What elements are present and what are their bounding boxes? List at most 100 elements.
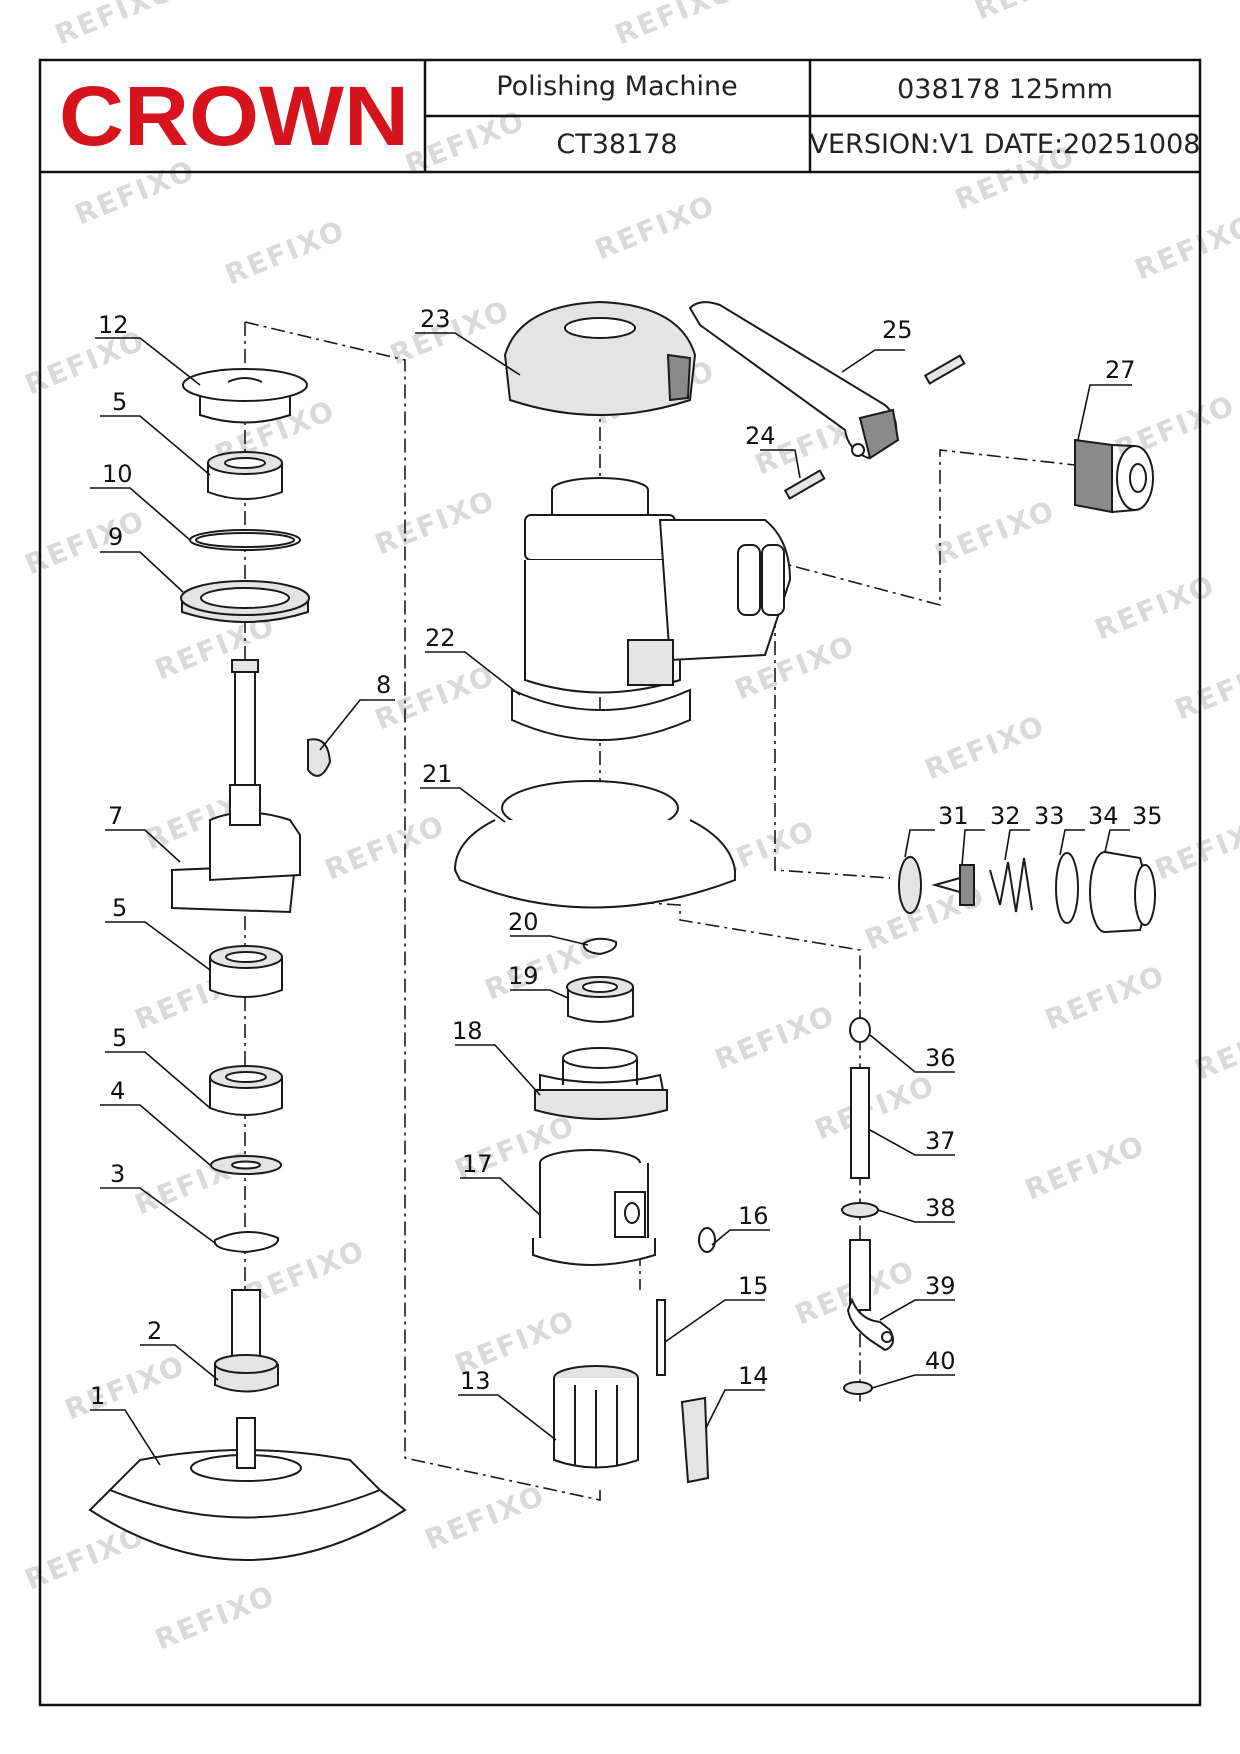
callout-33: 33 (1034, 802, 1065, 830)
watermark-text: REFIXO (710, 998, 840, 1076)
catalog-number: CT38178 (556, 129, 677, 160)
callout-24: 24 (745, 422, 776, 450)
part-23-rear-cover (503, 300, 697, 416)
callout-3: 3 (110, 1160, 125, 1188)
part-5-bearing-top (207, 451, 283, 500)
part-37-valve-stem (850, 1067, 870, 1179)
callout-37: 37 (925, 1127, 956, 1155)
callout-labels: 12 5 10 9 8 7 5 5 4 3 2 1 23 22 21 20 19… (90, 305, 1163, 1410)
part-2-shaft-nut (214, 1289, 279, 1393)
callout-34: 34 (1088, 802, 1119, 830)
part-16-o-ring (698, 1227, 716, 1253)
watermark-text: REFIXO (1040, 958, 1170, 1036)
part-35-valve-cap (1089, 851, 1156, 933)
part-pin-lever (923, 354, 966, 385)
part-13-rotor (553, 1365, 639, 1469)
part-20-circlip (582, 937, 618, 956)
callout-14: 14 (738, 1362, 769, 1390)
callout-7: 7 (108, 802, 123, 830)
part-7-spindle-counterweight (171, 659, 301, 914)
callout-8: 8 (376, 671, 391, 699)
callout-21: 21 (422, 760, 453, 788)
watermark-text: REFIXO (420, 1478, 550, 1556)
watermark-text: REFIXO (970, 0, 1100, 26)
drawing-frame (38, 58, 1202, 1707)
part-3-circlip (213, 1230, 280, 1254)
callout-15: 15 (738, 1272, 769, 1300)
product-name: Polishing Machine (496, 71, 737, 102)
watermark-text: REFIXO (220, 213, 350, 291)
watermark-text: REFIXO (810, 1068, 940, 1146)
callout-5b: 5 (112, 894, 127, 922)
watermark-text: REFIXO (610, 0, 740, 51)
watermark-text: REFIXO (930, 493, 1060, 571)
part-18-end-plate (534, 1047, 668, 1120)
part-24-pin (783, 469, 826, 500)
watermark-text: REFIXO (70, 153, 200, 231)
callout-2: 2 (147, 1317, 162, 1345)
callout-12: 12 (98, 311, 129, 339)
callout-9: 9 (108, 523, 123, 551)
part-39-inlet-swivel (846, 1239, 895, 1352)
watermark-text: REFIXO (1190, 1008, 1240, 1086)
part-21-shroud (453, 780, 737, 909)
part-27-fitting (1074, 438, 1154, 514)
version-date: VERSION:V1 DATE:20251008 (810, 129, 1201, 160)
watermark-text: REFIXO (1130, 208, 1240, 286)
part-40-washer (843, 1381, 873, 1395)
callout-36: 36 (925, 1044, 956, 1072)
callout-40: 40 (925, 1347, 956, 1375)
part-32-valve (931, 864, 975, 906)
callout-18: 18 (452, 1017, 483, 1045)
callout-16: 16 (738, 1202, 769, 1230)
watermark-text: REFIXO (1020, 1128, 1150, 1206)
part-9-retainer (180, 580, 310, 623)
callout-13: 13 (460, 1367, 491, 1395)
svg-text:CROWN: CROWN (59, 69, 409, 163)
part-33-spring (989, 857, 1033, 913)
part-22-housing (511, 477, 792, 741)
part-25-throttle-lever (688, 301, 900, 460)
callout-35: 35 (1132, 802, 1163, 830)
part-5-bearing-mid (209, 945, 283, 998)
watermark-text: REFIXO (590, 188, 720, 266)
callout-32: 32 (990, 802, 1021, 830)
watermark-text: REFIXO (60, 1348, 190, 1426)
part-12-cover-plate (182, 368, 308, 424)
callout-19: 19 (508, 962, 539, 990)
callout-10: 10 (102, 460, 133, 488)
watermark-text: REFIXO (320, 808, 450, 886)
part-17-cylinder (532, 1149, 656, 1266)
part-14-vane (680, 1396, 710, 1484)
callout-39: 39 (925, 1272, 956, 1300)
callout-31: 31 (938, 802, 969, 830)
callout-27: 27 (1105, 356, 1136, 384)
exploded-diagram: 12 5 10 9 8 7 5 5 4 3 2 1 23 22 21 20 19… (88, 300, 1163, 1561)
watermark-text: REFIXO (370, 483, 500, 561)
model-code: 038178 125mm (897, 74, 1113, 105)
callout-25: 25 (882, 316, 913, 344)
callout-38: 38 (925, 1194, 956, 1222)
callout-17: 17 (462, 1150, 493, 1178)
callout-23: 23 (420, 305, 451, 333)
crown-logo: CROWN (59, 69, 409, 163)
watermark-text: REFIXO (920, 708, 1050, 786)
part-38-o-ring (841, 1202, 879, 1218)
callout-leaders (90, 332, 1132, 1466)
part-31-o-ring (898, 856, 922, 914)
part-1-backing-pad (88, 1417, 407, 1561)
part-5-bearing-low (209, 1065, 283, 1116)
callout-4: 4 (110, 1077, 125, 1105)
callout-22: 22 (425, 624, 456, 652)
watermark-text: REFIXO (150, 1578, 280, 1656)
part-34-o-ring (1055, 852, 1079, 924)
callout-20: 20 (508, 908, 539, 936)
callout-5c: 5 (112, 1024, 127, 1052)
callout-1: 1 (90, 1382, 105, 1410)
watermark-text: REFIXO (1150, 808, 1240, 886)
watermark-text: REFIXO (1170, 648, 1240, 726)
part-15-pin (656, 1299, 666, 1376)
part-8-key (307, 738, 332, 777)
title-block: CROWN Polishing Machine 038178 125mm CT3… (40, 60, 1201, 174)
watermark-text: REFIXO (50, 0, 180, 51)
